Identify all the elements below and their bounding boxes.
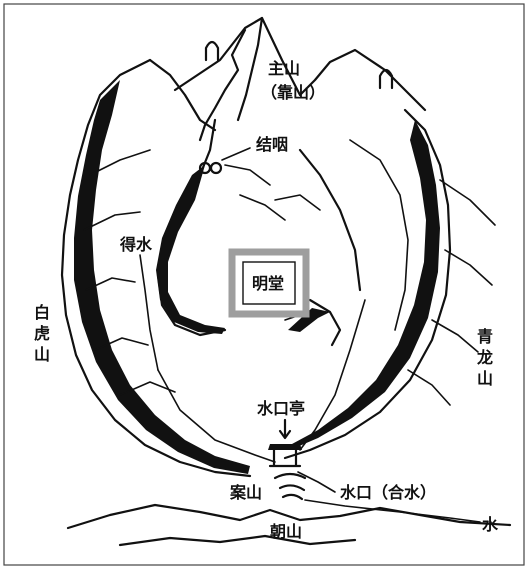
label-shui-kou-ting: 水口亭 xyxy=(257,399,305,418)
label-an-shan: 案山 xyxy=(229,483,262,502)
knot-throat-marker xyxy=(198,147,251,175)
label-bai-hu-2: 虎 xyxy=(34,324,50,343)
ming-tang-box xyxy=(228,248,310,318)
white-tiger-mountain xyxy=(60,58,252,478)
label-de-shui: 得水 xyxy=(119,235,153,254)
label-ming-tang: 明堂 xyxy=(252,274,284,293)
green-dragon-mountain xyxy=(283,108,496,460)
frame-border xyxy=(3,3,525,566)
main-mountain xyxy=(173,16,427,142)
label-kao-shan: （靠山） xyxy=(261,83,325,102)
label-qing-long-1: 青 xyxy=(477,327,493,346)
water-mouth-pavilion xyxy=(268,418,302,468)
label-bai-hu-3: 山 xyxy=(34,345,50,364)
label-qing-long-3: 山 xyxy=(477,369,493,388)
label-main-mountain: 主山 xyxy=(268,59,300,78)
inner-left-ridge xyxy=(139,118,321,371)
label-jie-yan: 结咽 xyxy=(255,135,288,154)
label-bai-hu-1: 白 xyxy=(34,303,50,322)
label-shui-kou-he-shui: 水口（合水） xyxy=(340,483,436,502)
label-qing-long-2: 龙 xyxy=(476,348,493,367)
label-chao-shan: 朝山 xyxy=(270,522,302,541)
front-hills xyxy=(66,471,512,547)
label-shui: 水 xyxy=(482,515,499,534)
